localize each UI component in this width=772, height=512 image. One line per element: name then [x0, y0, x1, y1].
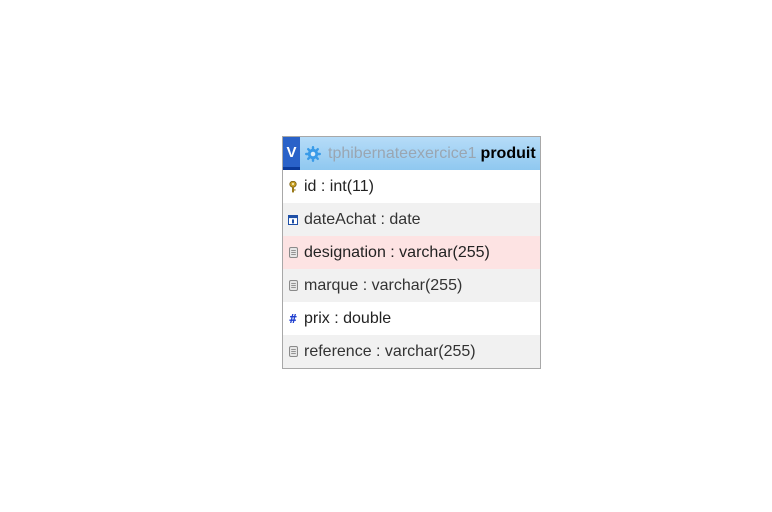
- column-row-prix[interactable]: # prix : double: [283, 302, 540, 335]
- column-row-designation[interactable]: designation : varchar(255): [283, 236, 540, 269]
- column-row-reference[interactable]: reference : varchar(255): [283, 335, 540, 368]
- text-field-icon: [288, 280, 298, 292]
- column-row-id[interactable]: id : int(11): [283, 170, 540, 203]
- text-field-icon: [288, 247, 298, 259]
- column-label: id : int(11): [304, 177, 374, 195]
- column-label: dateAchat : date: [304, 210, 421, 228]
- table-header[interactable]: V tphibernateexercice1 produit: [283, 137, 540, 170]
- database-name: tphibernateexercice1: [328, 144, 477, 162]
- column-label: marque : varchar(255): [304, 276, 463, 294]
- column-row-marque[interactable]: marque : varchar(255): [283, 269, 540, 302]
- key-icon: [288, 180, 298, 193]
- gear-icon[interactable]: [305, 145, 321, 162]
- column-label: designation : varchar(255): [304, 243, 490, 261]
- table-name: produit: [480, 144, 536, 162]
- toggle-columns-button[interactable]: V: [283, 137, 300, 170]
- text-field-icon: [288, 346, 298, 358]
- column-label: reference : varchar(255): [304, 342, 476, 360]
- column-row-dateachat[interactable]: dateAchat : date: [283, 203, 540, 236]
- table-card-produit[interactable]: V tphibernateexercice1 produit: [282, 136, 541, 369]
- column-label: prix : double: [304, 309, 392, 327]
- calendar-icon: [288, 214, 298, 226]
- hash-icon: #: [289, 311, 297, 326]
